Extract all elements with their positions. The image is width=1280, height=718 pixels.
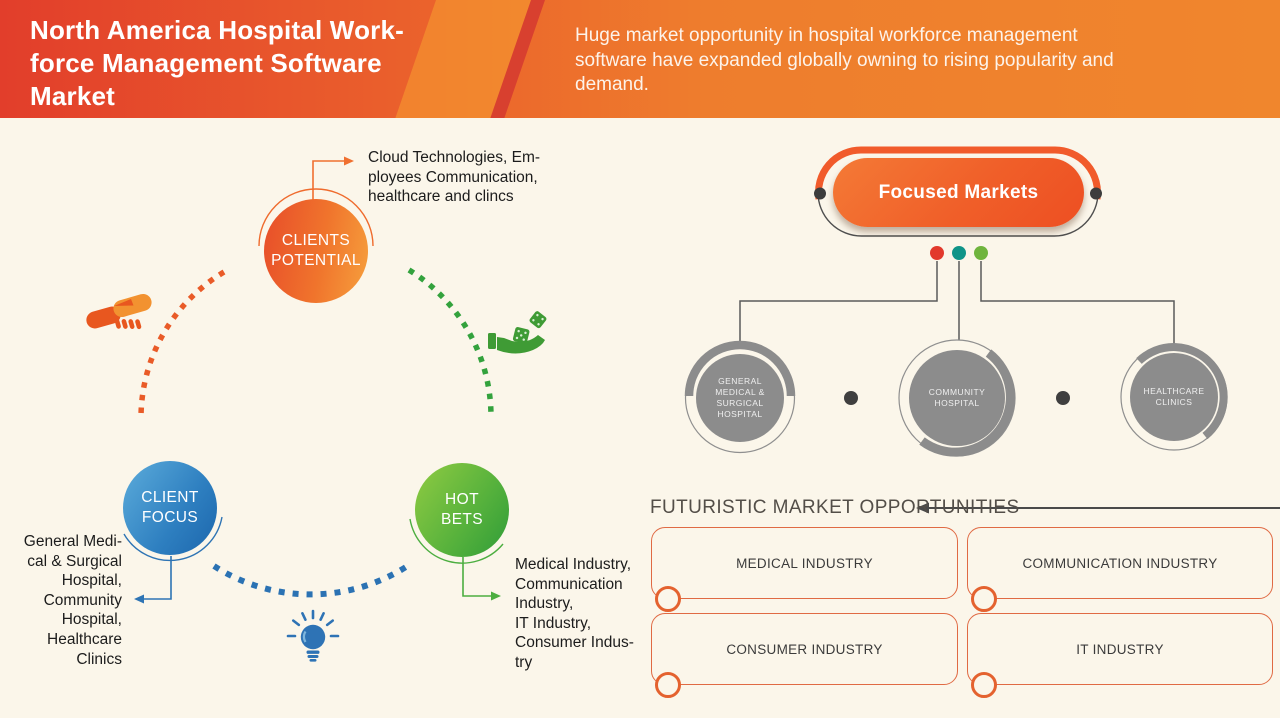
dotted-arc-green [407,267,494,418]
teal-dot [952,246,966,260]
corner-ring-icon [655,672,681,698]
page-title: North America Hospital Work-force Manage… [30,15,404,111]
pill-right-dot [1090,187,1102,200]
hot-bets-connector [462,557,501,601]
futuristic-title: FUTURISTIC MARKET OPPORTUNITIES [650,497,1020,518]
opportunity-box-medical-industry: MEDICAL INDUSTRY [651,527,958,612]
pill-left-dot [814,187,826,200]
opportunity-label: MEDICAL INDUSTRY [736,555,873,571]
lightbulb-icon [286,609,340,662]
opportunity-box-consumer-industry: CONSUMER INDUSTRY [651,613,958,698]
tree-connectors [739,261,1175,344]
focused-markets-title: Focused Markets [878,181,1039,203]
opportunity-box-it-industry: IT INDUSTRY [967,613,1273,698]
corner-ring-icon [971,672,997,698]
handshake-icon [86,293,152,330]
dotted-arc-orange [138,269,226,418]
red-dot [930,246,944,260]
page-subtitle: Huge market opportunity in hospital work… [575,25,1114,95]
opportunity-label: COMMUNICATION INDUSTRY [1022,555,1218,571]
corner-ring-icon [655,586,681,612]
opportunity-box-communication-industry: COMMUNICATION INDUSTRY [967,527,1273,612]
clients-potential-connector [312,156,354,200]
green-dot [974,246,988,260]
header-banner: North America Hospital Work-force Manage… [0,0,1280,118]
dotted-arc-blue [212,560,414,598]
corner-ring-icon [971,586,997,612]
clients-potential-annotation: Cloud Technologies, Em-ployees Communica… [368,149,541,206]
dice-hand-icon [488,311,547,354]
opportunity-label: CONSUMER INDUSTRY [726,641,883,657]
separator-dot [844,391,858,405]
opportunity-label: IT INDUSTRY [1076,641,1164,657]
focused-markets-pill: Focused Markets [833,158,1084,227]
separator-dot [1056,391,1070,405]
client-focus-connector [134,556,172,604]
